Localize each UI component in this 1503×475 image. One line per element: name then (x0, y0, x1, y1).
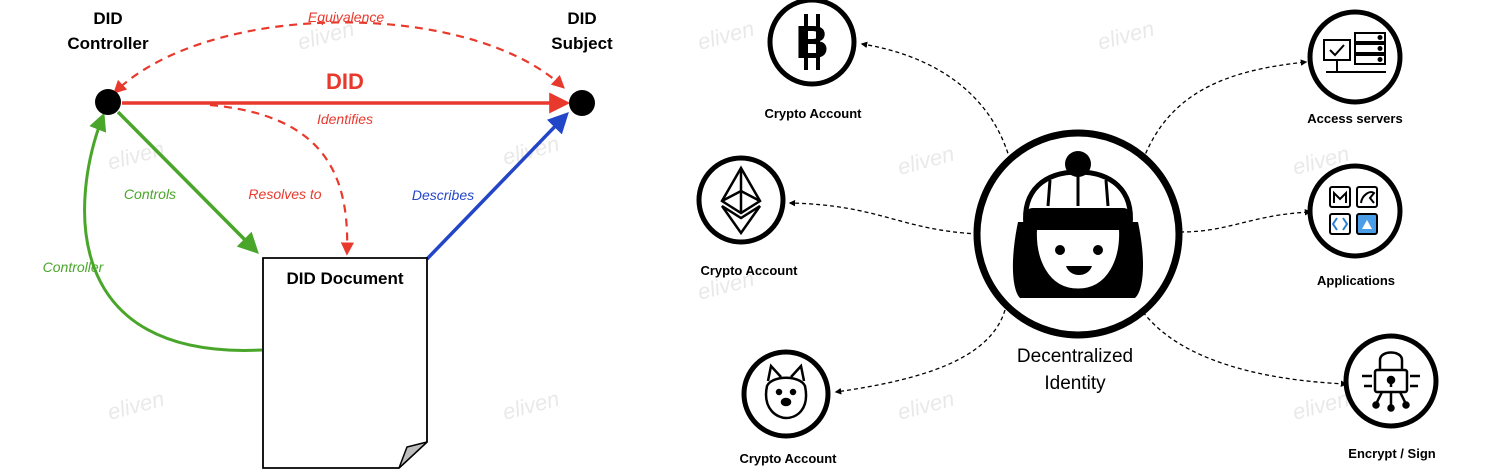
controller-edge-label: Controller (43, 259, 105, 275)
connector-servers (1142, 59, 1308, 161)
controller-node (95, 89, 121, 115)
equivalence-label: Equivalence (308, 9, 384, 25)
node-label: Crypto Account (739, 451, 837, 466)
did-label: DID (326, 69, 364, 94)
watermark: eliven (695, 16, 757, 55)
watermark: eliven (105, 136, 167, 175)
node-label: Access servers (1307, 111, 1402, 126)
decentralized-identity-diagram: Decentralized Identity B Crypto Account … (696, 0, 1439, 466)
watermark: eliven (1290, 386, 1352, 425)
describes-label: Describes (412, 187, 474, 203)
watermark: eliven (895, 141, 957, 180)
subject-label: DID (567, 9, 596, 28)
connector-ethereum (788, 199, 979, 235)
doge-node: Crypto Account (739, 349, 837, 466)
subject-node (569, 90, 595, 116)
encrypt-node: Encrypt / Sign (1343, 333, 1439, 461)
equivalence-arrow (113, 21, 565, 94)
avatar-icon (1012, 151, 1144, 298)
node-label: Encrypt / Sign (1348, 446, 1435, 461)
lock-circuit-icon (1362, 351, 1420, 412)
identifies-label: Identifies (317, 111, 373, 127)
did-architecture-diagram: DID Document DID Controller DID Subject … (43, 9, 613, 469)
watermark: eliven (1095, 16, 1157, 55)
identity-hub: Decentralized Identity (973, 129, 1183, 394)
apps-node: Applications (1307, 163, 1403, 288)
ethereum-node: Crypto Account (696, 155, 798, 278)
connector-encrypt (1142, 311, 1348, 388)
describes-arrow (425, 111, 569, 261)
did-document-title: DID Document (286, 269, 403, 288)
server-icon (1323, 32, 1386, 73)
controller-arrow (83, 112, 263, 352)
controls-label: Controls (124, 186, 176, 202)
apps-icon (1329, 186, 1378, 235)
resolves-to-label: Resolves to (248, 186, 321, 202)
servers-node: Access servers (1307, 9, 1403, 126)
node-label: Applications (1317, 273, 1395, 288)
connector-apps (1179, 209, 1312, 233)
watermark: eliven (105, 386, 167, 425)
watermark: eliven (500, 386, 562, 425)
controls-arrow (116, 110, 259, 254)
resolves-to-arrow (209, 103, 354, 256)
subject-label: Subject (551, 34, 613, 53)
ethereum-icon (720, 165, 762, 236)
bitcoin-icon: B (795, 14, 829, 70)
center-label: Decentralized (1017, 346, 1133, 367)
bitcoin-node: B Crypto Account (764, 0, 862, 121)
node-label: Crypto Account (764, 106, 862, 121)
watermark: eliven (895, 386, 957, 425)
controller-label: DID (93, 9, 122, 28)
did-document: DID Document (262, 257, 428, 469)
dog-icon (764, 363, 808, 420)
node-label: Crypto Account (700, 263, 798, 278)
connector-bitcoin (860, 41, 1011, 161)
connector-doge (834, 309, 1006, 395)
svg-text:B: B (795, 16, 828, 68)
center-label: Identity (1044, 373, 1106, 394)
controller-label: Controller (67, 34, 149, 53)
